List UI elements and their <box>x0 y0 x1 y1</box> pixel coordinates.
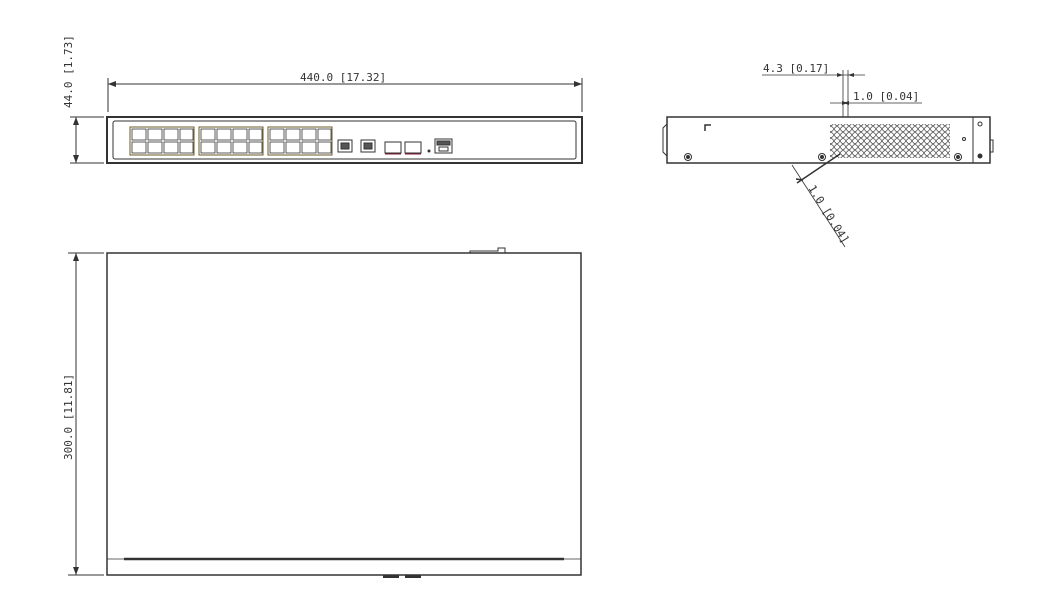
front-height-label: 44.0 [1.73] <box>62 35 75 108</box>
top-view <box>68 247 582 578</box>
front-view <box>70 78 583 164</box>
rj45-port-group-3 <box>267 126 333 156</box>
side-dim-a-label: 4.3 [0.17] <box>763 62 829 75</box>
rj45-port-group-2 <box>198 126 264 156</box>
uplink-rj45-ports <box>337 139 376 153</box>
sfp-ports <box>384 141 422 155</box>
led-indicator <box>427 149 431 153</box>
top-depth-label: 300.0 [11.81] <box>62 374 75 460</box>
side-dim-c-label: 1.0 [0.04] <box>805 183 851 246</box>
front-width-label: 440.0 [17.32] <box>300 71 386 84</box>
side-view <box>662 70 994 248</box>
rj45-port-group-1 <box>129 126 195 156</box>
side-dim-b-label: 1.0 [0.04] <box>853 90 919 103</box>
console-port <box>434 138 453 154</box>
ventilation-holes <box>830 124 950 158</box>
